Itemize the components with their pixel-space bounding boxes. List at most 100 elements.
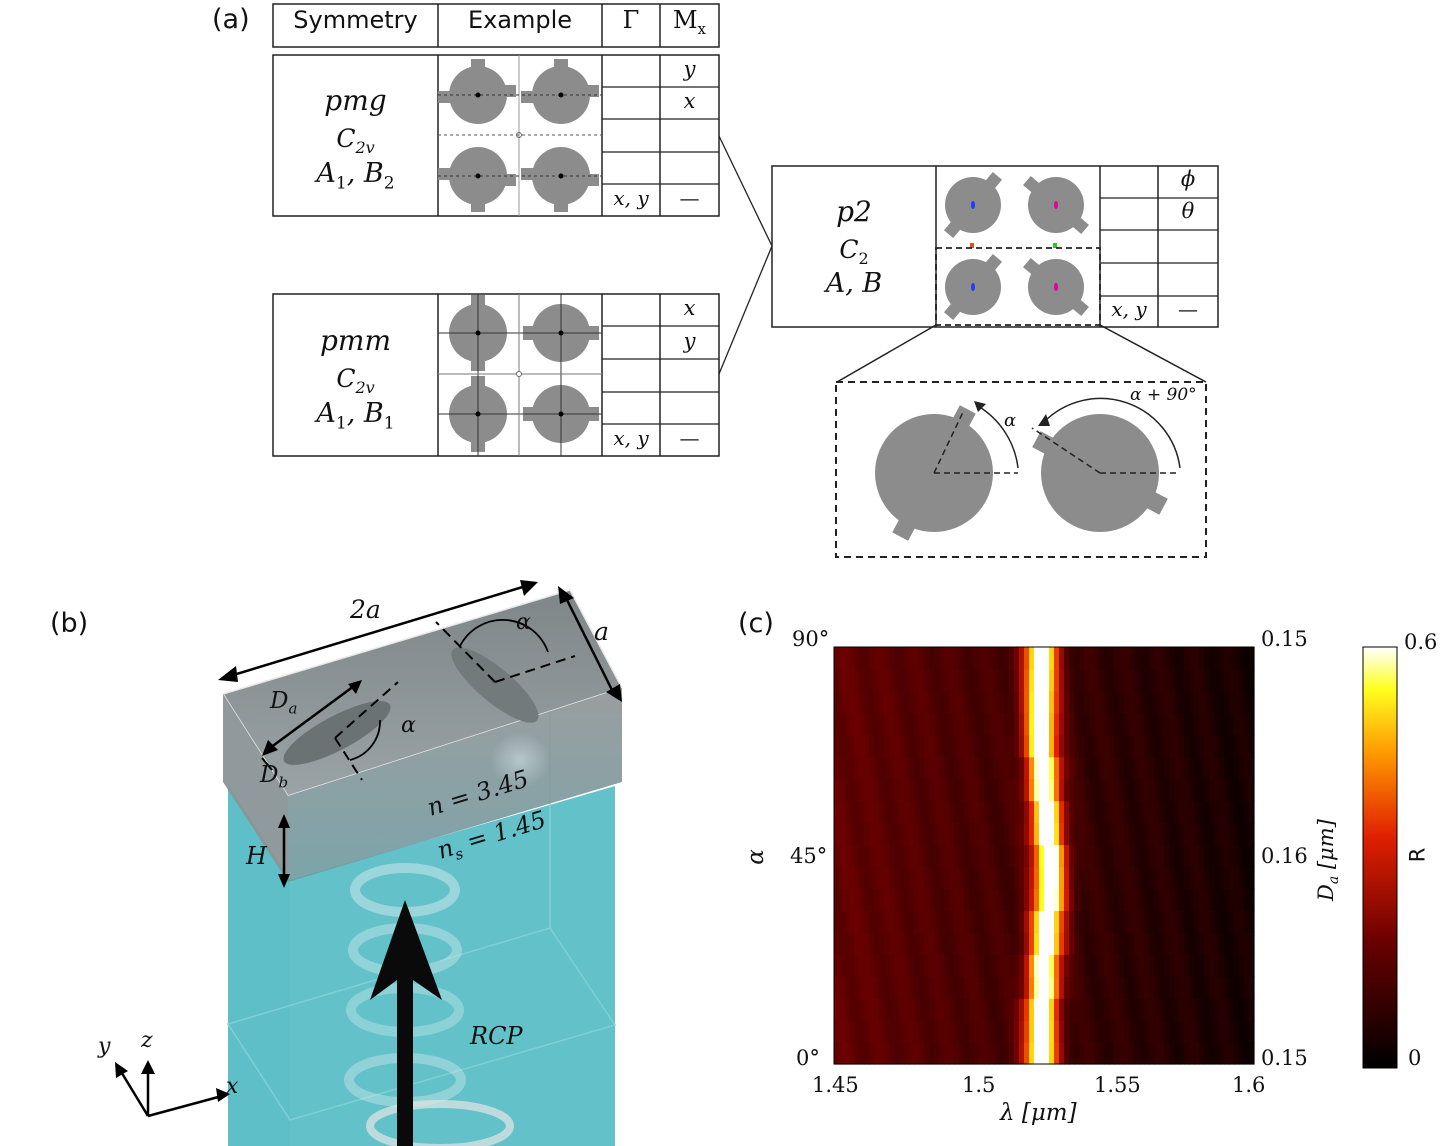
heatmap-cell	[904, 822, 910, 846]
heatmap-cell	[1249, 910, 1255, 933]
heatmap-cell	[844, 954, 850, 977]
heatmap-cell	[1014, 734, 1020, 758]
heatmap-cell	[1044, 910, 1050, 933]
heatmap-cell	[1154, 998, 1160, 1021]
heatmap-cell	[1194, 800, 1200, 824]
heatmap-cell	[914, 976, 920, 999]
heatmap-cell	[1074, 932, 1080, 955]
heatmap-cell	[1204, 866, 1210, 890]
heatmap-cell	[1159, 954, 1165, 977]
heatmap-cell	[1164, 1042, 1170, 1065]
heatmap-cell	[1024, 1020, 1030, 1043]
heatmap-cell	[1004, 712, 1010, 736]
heatmap-cell	[834, 866, 840, 890]
heatmap-cell	[994, 1020, 1000, 1043]
heatmap-cell	[1159, 866, 1165, 890]
heatmap-cell	[854, 734, 860, 758]
heatmap-cell	[1104, 647, 1110, 670]
heatmap-cell	[1234, 954, 1240, 977]
heatmap-cell	[849, 800, 855, 824]
heatmap-cell	[979, 910, 985, 933]
heatmap-cell	[1084, 976, 1090, 999]
heatmap-cell	[834, 647, 840, 670]
heatmap-cell	[1189, 690, 1195, 714]
heatmap-cell	[899, 668, 905, 692]
heatmap-cell	[1164, 712, 1170, 736]
heatmap-cell	[1184, 844, 1190, 868]
heatmap-cell	[974, 778, 980, 802]
label-db-letter: D	[260, 762, 279, 788]
heatmap-cell	[979, 1042, 985, 1065]
heatmap-cell	[1134, 822, 1140, 846]
heatmap-cell	[1239, 647, 1245, 670]
heatmap-cell	[1109, 800, 1115, 824]
heatmap-cell	[1019, 1020, 1025, 1043]
heatmap-cell	[1149, 734, 1155, 758]
heatmap-cell	[974, 998, 980, 1021]
heatmap-cell	[979, 932, 985, 955]
heatmap-cell	[1064, 844, 1070, 868]
heatmap-cell	[1019, 866, 1025, 890]
pmm-irreps: A1, B1	[273, 398, 438, 433]
heatmap-cell	[889, 647, 895, 670]
heatmap-cell	[1184, 888, 1190, 911]
heatmap-cell	[1054, 998, 1060, 1021]
heatmap-cell	[864, 976, 870, 999]
heatmap-cell	[1249, 690, 1255, 714]
heatmap-cell	[1229, 888, 1235, 911]
heatmap-cell	[939, 1042, 945, 1065]
heatmap-cell	[884, 690, 890, 714]
heatmap-cell	[1024, 734, 1030, 758]
heatmap-cell	[879, 910, 885, 933]
p2-mx-4: —	[1178, 297, 1198, 321]
heatmap-cell	[1189, 647, 1195, 670]
heatmap-cell	[1159, 1020, 1165, 1043]
pmg-name: pmg	[324, 84, 387, 117]
heatmap-cell	[1114, 998, 1120, 1021]
heatmap-cell	[1244, 690, 1250, 714]
dim-h-arrow	[278, 814, 290, 828]
heatmap-cell	[1039, 712, 1045, 736]
heatmap-cell	[929, 690, 935, 714]
heatmap-cell	[1164, 910, 1170, 933]
heatmap-cell	[1069, 734, 1075, 758]
heatmap-cell	[869, 822, 875, 846]
heatmap-cell	[984, 910, 990, 933]
heatmap-cell	[1019, 668, 1025, 692]
heatmap-cell	[1224, 910, 1230, 933]
heatmap-cell	[1164, 778, 1170, 802]
heatmap-cell	[1129, 756, 1135, 780]
heatmap-cell	[909, 888, 915, 911]
heatmap-cell	[1209, 668, 1215, 692]
heatmap-cell	[864, 800, 870, 824]
heatmap-cell	[919, 888, 925, 911]
heatmap-cell	[1039, 800, 1045, 824]
heatmap-cell	[1119, 756, 1125, 780]
heatmap-cell	[1099, 690, 1105, 714]
heatmap-cell	[1249, 1020, 1255, 1043]
axis-x-label: x	[226, 1074, 239, 1099]
heatmap-cell	[844, 822, 850, 846]
heatmap-cell	[1219, 932, 1225, 955]
heatmap-cell	[1249, 866, 1255, 890]
heatmap-cell	[1109, 1042, 1115, 1065]
heatmap-cell	[1214, 910, 1220, 933]
heatmap-cell	[1009, 734, 1015, 758]
heatmap-cell	[1019, 976, 1025, 999]
heatmap-cell	[1189, 998, 1195, 1021]
heatmap-cell	[969, 866, 975, 890]
heatmap-cell	[1029, 756, 1035, 780]
heatmap-cell	[1129, 1020, 1135, 1043]
heatmap-cell	[1034, 690, 1040, 714]
heatmap-cell	[1044, 932, 1050, 955]
heatmap-cell	[1029, 668, 1035, 692]
heatmap-cell	[1064, 866, 1070, 890]
heatmap-cell	[869, 844, 875, 868]
heatmap-cell	[944, 954, 950, 977]
heatmap-cell	[1004, 778, 1010, 802]
heatmap-cell	[1204, 976, 1210, 999]
heatmap-cell	[1149, 647, 1155, 670]
heatmap-cell	[854, 647, 860, 670]
heatmap-cell	[919, 668, 925, 692]
heatmap-cell	[1059, 800, 1065, 824]
